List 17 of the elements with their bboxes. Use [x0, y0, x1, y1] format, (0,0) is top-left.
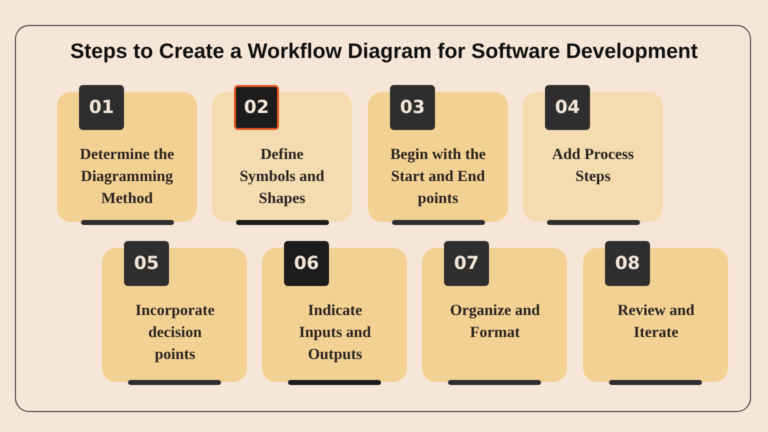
step-number: 01	[79, 85, 124, 130]
step-title: Define Symbols and Shapes	[238, 145, 326, 209]
step-number: 06	[284, 241, 329, 286]
step-number: 04	[545, 85, 590, 130]
step-number: 07	[444, 241, 489, 286]
step-number: 02	[234, 85, 279, 130]
step-number: 08	[605, 241, 650, 286]
step-title: Incorporate decision points	[134, 301, 216, 365]
step-title: Organize and Format	[449, 301, 541, 343]
title: Steps to Create a Workflow Diagram for Software Development	[69, 40, 699, 64]
step-title: Indicate Inputs and Outputs	[298, 301, 372, 365]
step-number: 03	[390, 85, 435, 130]
step-title: Determine the Diagramming Method	[78, 145, 176, 209]
step-title: Begin with the Start and End points	[389, 145, 487, 209]
step-title: Review and Iterate	[616, 301, 696, 343]
step-title: Add Process Steps	[551, 145, 635, 187]
step-number: 05	[124, 241, 169, 286]
